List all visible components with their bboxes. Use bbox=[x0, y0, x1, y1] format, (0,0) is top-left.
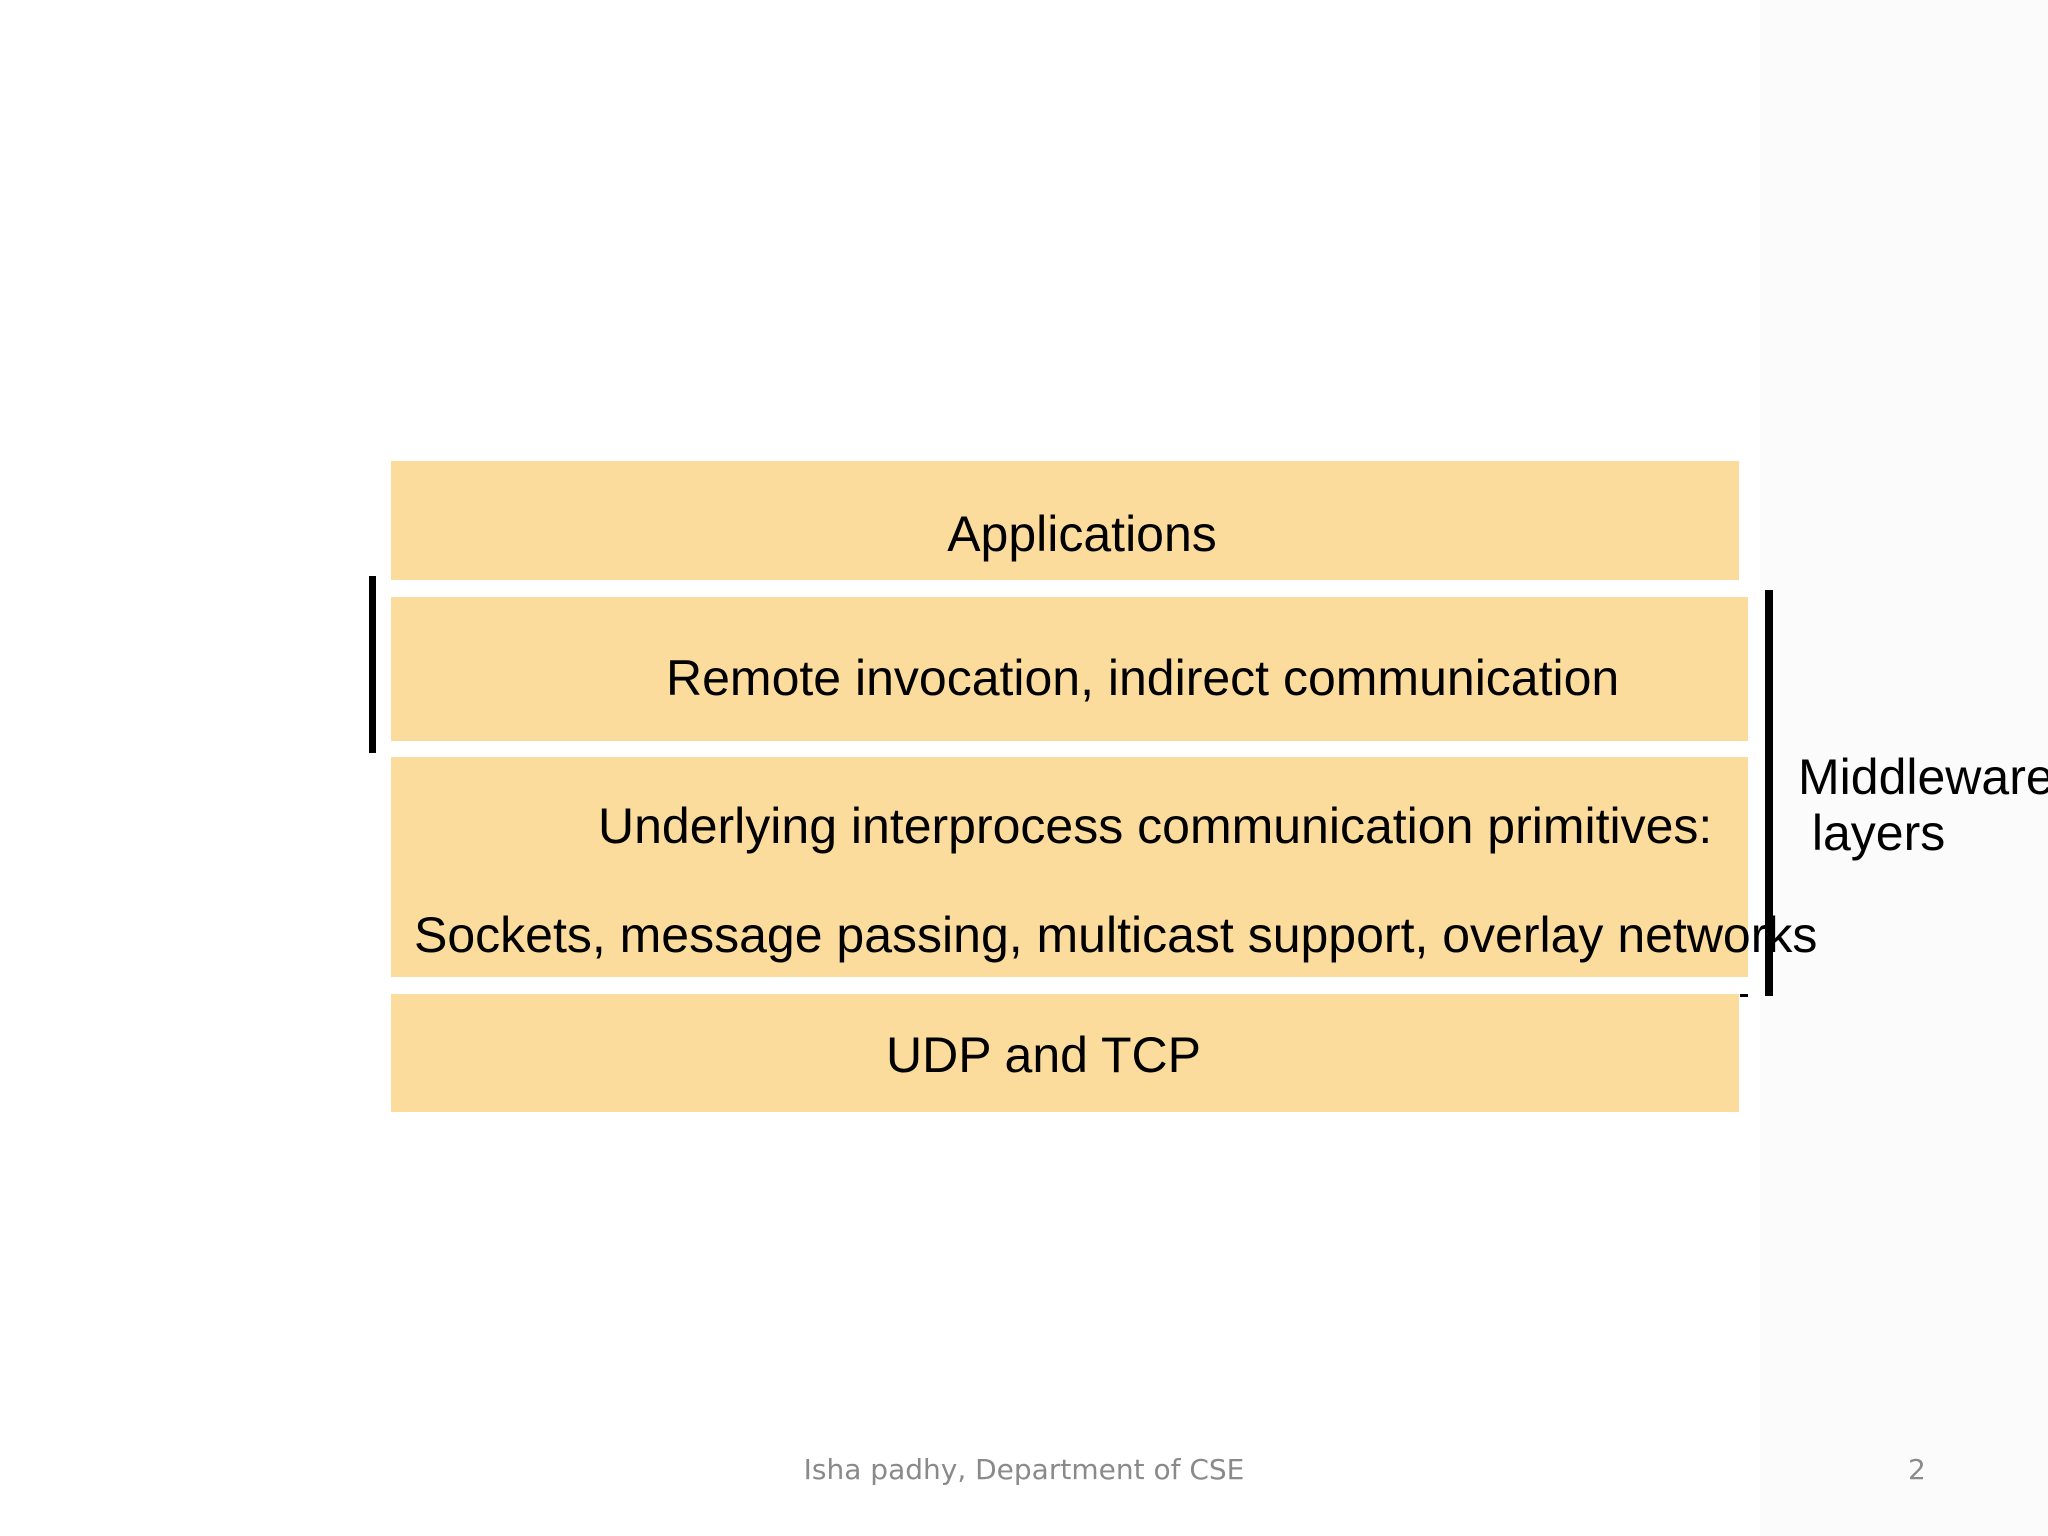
layer-interprocess-primitives bbox=[391, 757, 1748, 977]
sockets-label: Sockets, message passing, multicast supp… bbox=[414, 907, 1818, 963]
layer-udp-tcp bbox=[391, 994, 1739, 1112]
layer-remote-invocation bbox=[391, 597, 1748, 741]
middleware-layers-label: Middleware layers bbox=[1798, 749, 2048, 861]
layer-applications bbox=[391, 461, 1739, 580]
bracket-tick bbox=[1740, 994, 1748, 997]
applications-label: Applications bbox=[947, 506, 1217, 562]
page-number: 2 bbox=[1908, 1453, 1926, 1486]
left-bracket-bar bbox=[369, 576, 376, 753]
remote-invocation-label: Remote invocation, indirect communicatio… bbox=[666, 650, 1620, 706]
footer-author: Isha padhy, Department of CSE bbox=[803, 1453, 1245, 1486]
udp-tcp-label: UDP and TCP bbox=[886, 1027, 1201, 1083]
middleware-bracket-bar bbox=[1765, 590, 1773, 996]
background-panel bbox=[1760, 0, 2048, 1536]
interprocess-primitives-label: Underlying interprocess communication pr… bbox=[598, 798, 1713, 854]
